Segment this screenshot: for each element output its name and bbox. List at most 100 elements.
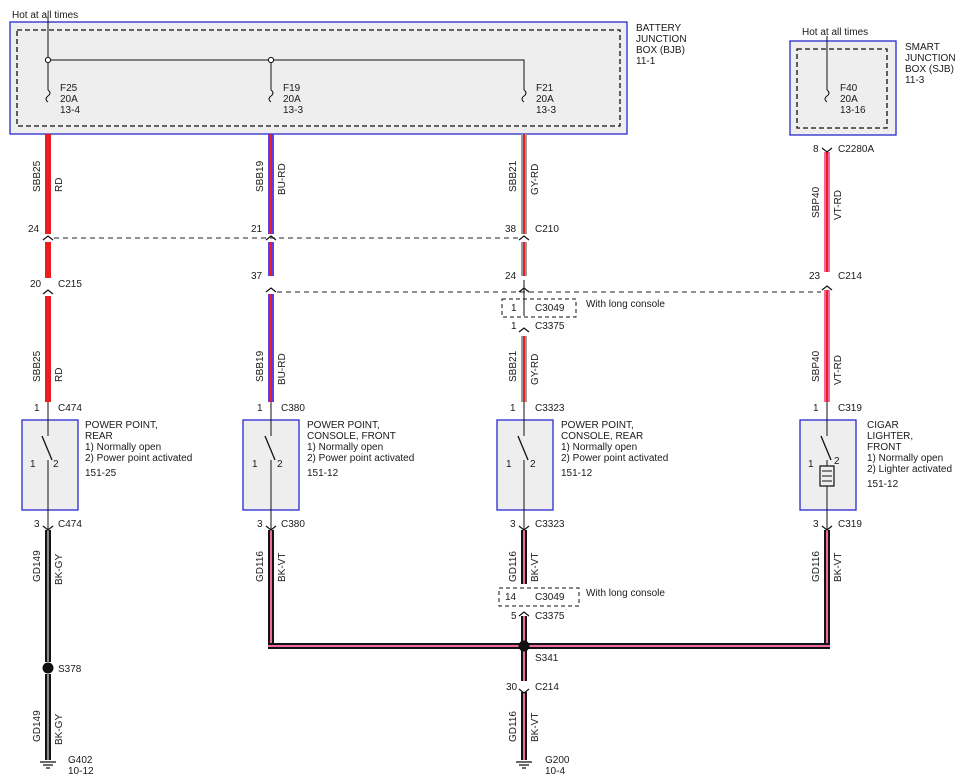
wire-tracer: [270, 134, 272, 234]
component-title-line3: FRONT: [867, 442, 901, 453]
connector-name: C3323: [535, 403, 565, 414]
connector-name: C474: [58, 519, 82, 530]
sjb-title-line2: JUNCTION: [905, 53, 956, 64]
ground-label: G402: [68, 755, 93, 766]
bjb-junction-dot: [44, 56, 52, 64]
component-pin-2: 2: [53, 459, 59, 470]
connector-name: C214: [535, 682, 559, 693]
wire-color-label: BU-RD: [277, 163, 288, 195]
wire-color-label: BK-GY: [54, 554, 65, 585]
wire-color-label: BK-VT: [530, 713, 541, 742]
component-note-2: 2) Power point activated: [561, 453, 668, 464]
wire-tracer: [270, 242, 272, 276]
switch-icon: [820, 435, 832, 461]
fuse-rating: 20A: [283, 94, 301, 105]
bjb-junction-dot: [267, 56, 275, 64]
connector-chevron: [518, 611, 530, 617]
connector-chevron: [518, 327, 530, 333]
wire-tracer: [826, 530, 828, 644]
connector-pin: 3: [813, 519, 819, 530]
sjb-title-line1: SMART: [905, 42, 940, 53]
fuse-ref: 13-3: [536, 105, 556, 116]
connector-pin: 3: [257, 519, 263, 530]
power-point-rear: 1 2 POWER POINT, REAR 1) Normally open 2…: [21, 402, 192, 530]
component-note-2: 2) Power point activated: [307, 453, 414, 464]
wire-tracer: [826, 152, 828, 272]
wire-tracer: [523, 692, 525, 760]
fuse-ref: 13-3: [283, 105, 303, 116]
connector-pin: 1: [813, 403, 819, 414]
connector-pin: 3: [34, 519, 40, 530]
long-console-note: With long console: [586, 588, 665, 599]
connector-chevron: [265, 287, 277, 293]
wire-sbb25-segment: [45, 296, 51, 402]
wire-color-label: BU-RD: [277, 353, 288, 385]
connector-pin: 21: [251, 224, 263, 235]
fuse-name: F19: [283, 83, 301, 94]
connector-pin: 1: [257, 403, 263, 414]
wire-color-label: RD: [54, 368, 65, 382]
bjb-title-line1: BATTERY: [636, 23, 682, 34]
connector-pin: 8: [813, 144, 819, 155]
bjb-hot-label: Hot at all times: [12, 10, 78, 21]
wire-color-label: BK-GY: [54, 714, 65, 745]
component-title-line1: POWER POINT,: [307, 420, 380, 431]
connector-pin: 5: [511, 611, 517, 622]
wire-color-label: BK-VT: [833, 553, 844, 582]
smart-junction-box: Hot at all times SMART JUNCTION BOX (SJB…: [789, 27, 956, 136]
fuse-rating: 20A: [840, 94, 858, 105]
connector-name: C3375: [535, 321, 565, 332]
fuse-symbol: [45, 89, 51, 103]
connector-name: C3049: [535, 592, 565, 603]
component-ref: 151-25: [85, 468, 117, 479]
component-note-2: 2) Power point activated: [85, 453, 192, 464]
wire-circuit-label: GD149: [32, 710, 43, 742]
connector-pin: 14: [505, 592, 517, 603]
component-pin-2: 2: [834, 456, 840, 467]
connector-pin: 1: [511, 303, 517, 314]
wire-circuit-label: SBP40: [811, 350, 822, 382]
splice-s378: S378: [42, 662, 82, 675]
component-pin-1: 1: [30, 459, 36, 470]
wire-tracer: [523, 649, 525, 681]
wire-tracer: [47, 530, 49, 662]
splice-label: S341: [535, 653, 559, 664]
wire-circuit-label: SBB25: [32, 350, 43, 382]
sjb-title-line3: BOX (SJB): [905, 64, 954, 75]
connector-pin: 20: [30, 279, 42, 290]
fuse-name: F21: [536, 83, 554, 94]
ground-icon: [40, 761, 56, 769]
component-box: [21, 419, 79, 511]
fuse-rating: 20A: [60, 94, 78, 105]
component-ref: 151-12: [561, 468, 593, 479]
connector-pin: 1: [34, 403, 40, 414]
wire-circuit-label: GD149: [32, 550, 43, 582]
wire-tracer: [523, 616, 525, 644]
ground-g402: G402 10-12: [40, 755, 94, 777]
bjb-dashed-boundary: [16, 29, 621, 127]
switch-icon: [264, 435, 276, 461]
wire-tracer: [523, 134, 525, 234]
connector-name: C214: [838, 271, 862, 282]
ground-label: G200: [545, 755, 570, 766]
wire-tracer: [523, 242, 525, 276]
connector-pin: 23: [809, 271, 821, 282]
fuse-symbol: [824, 89, 830, 103]
connector-name: C210: [535, 224, 559, 235]
connector-chevron: [518, 235, 530, 241]
wire-color-label: VT-RD: [833, 355, 844, 385]
fuse-f25: F25 20A 13-4: [45, 83, 80, 116]
connector-name: C215: [58, 279, 82, 290]
connector-chevron: [42, 235, 54, 241]
connector-name: C2280A: [838, 144, 874, 155]
ground-ref: 10-4: [545, 766, 565, 777]
switch-icon: [41, 435, 53, 461]
fuse-symbol: [268, 89, 274, 103]
connector-name: C319: [838, 519, 862, 530]
connector-chevron: [518, 688, 530, 694]
wire-circuit-label: GD116: [811, 551, 822, 582]
component-title-line2: CONSOLE, REAR: [561, 431, 643, 442]
wire-color-label: RD: [54, 178, 65, 192]
fuse-rating: 20A: [536, 94, 554, 105]
